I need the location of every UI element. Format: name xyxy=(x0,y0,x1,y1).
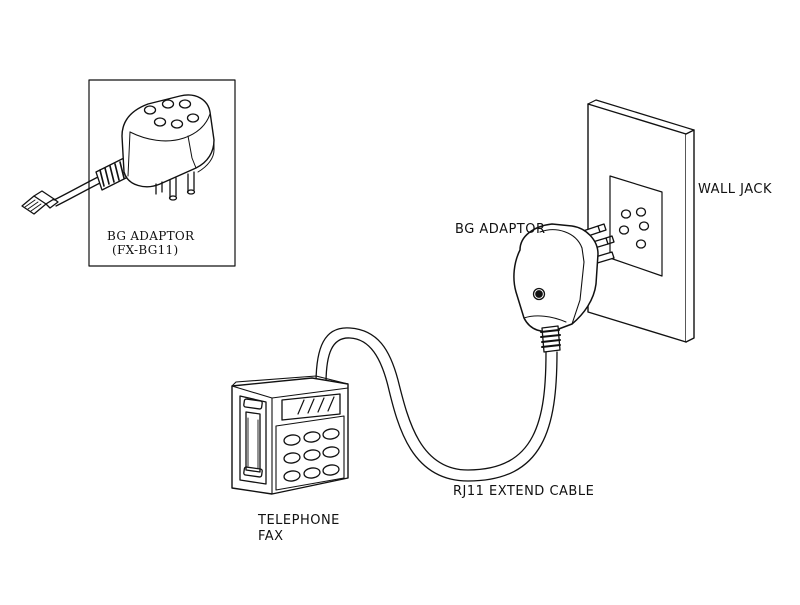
inset-rj11-plug xyxy=(22,191,58,214)
inset-adaptor-illustration xyxy=(22,95,214,214)
telephone-handset xyxy=(240,396,266,484)
inset-title-label: BG ADAPTOR xyxy=(107,229,195,243)
main-adaptor-body xyxy=(514,224,598,332)
inset-model-label: (FX-BG11) xyxy=(112,243,179,257)
telephone-label: TELEPHONE xyxy=(258,513,340,528)
inset-adaptor-body xyxy=(122,95,214,187)
telephone-keypad xyxy=(276,416,344,490)
inset-strain-relief xyxy=(96,158,130,190)
main-adaptor-strain-relief xyxy=(541,326,560,352)
wall-plate xyxy=(588,100,694,342)
bg-adaptor-label: BG ADAPTOR xyxy=(455,222,546,237)
fax-label: FAX xyxy=(258,529,284,544)
inset-pins xyxy=(156,172,195,200)
inset-box xyxy=(89,80,235,266)
inset-cable xyxy=(54,176,102,206)
telephone-display xyxy=(282,394,340,420)
wall-jack-label: WALL JACK xyxy=(698,182,773,197)
rj11-extend-cable xyxy=(316,328,557,481)
wall-jack-socket-holes xyxy=(620,208,649,248)
rj11-cable-label: RJ11 EXTEND CABLE xyxy=(453,484,595,499)
